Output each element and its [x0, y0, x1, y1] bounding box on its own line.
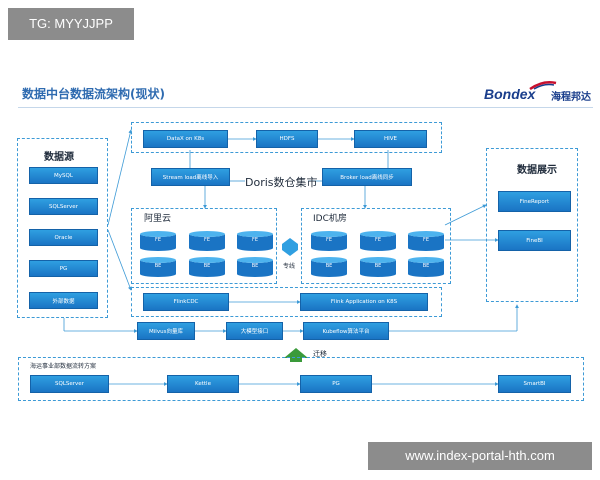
idc-cluster-panel — [301, 208, 451, 284]
shipping-panel — [18, 357, 584, 401]
finebi-box: FineBI — [498, 230, 571, 251]
broker-load-box: Broker load离线同步 — [322, 168, 412, 186]
diagram-title: 数据中台数据流架构(现状) — [22, 87, 165, 101]
idc-be-1: BE — [311, 257, 347, 277]
tg-tag: TG: MYYJJPP — [8, 8, 134, 40]
idc-fe-3: FE — [408, 231, 444, 251]
aliyun-be-3: BE — [237, 257, 273, 277]
data-display-panel — [486, 148, 578, 302]
logo-brand: Bondex — [484, 86, 536, 102]
idc-fe-2-label: FE — [374, 237, 382, 243]
source-sqlserver: SQLServer — [29, 198, 98, 215]
idc-be-2: BE — [360, 257, 396, 277]
flink-app-box: Flink Application on K8S — [300, 293, 428, 311]
aliyun-fe-1: FE — [140, 231, 176, 251]
idc-be-3: BE — [408, 257, 444, 277]
dedicated-line-label: 专线 — [283, 263, 296, 270]
idc-fe-1-label: FE — [325, 237, 333, 243]
source-pg: PG — [29, 260, 98, 277]
doris-title: Doris数仓集市 — [245, 176, 318, 189]
idc-title: IDC机房 — [313, 214, 347, 224]
aliyun-fe-3: FE — [237, 231, 273, 251]
aliyun-fe-2: FE — [189, 231, 225, 251]
aliyun-fe-3-label: FE — [251, 237, 259, 243]
aliyun-title: 阿里云 — [144, 214, 172, 224]
aliyun-fe-2-label: FE — [203, 237, 211, 243]
idc-be-2-label: BE — [374, 263, 382, 269]
source-external: 外部数据 — [29, 292, 98, 309]
ship-smartbi-box: SmartBI — [498, 375, 571, 393]
ship-kettle-box: Kettle — [167, 375, 239, 393]
aliyun-be-2: BE — [189, 257, 225, 277]
ship-sqlserver-box: SQLServer — [30, 375, 109, 393]
watermark-url: www.index-portal-hth.com — [368, 442, 592, 470]
logo-cn: 海程邦达 — [551, 92, 591, 103]
hdfs-box: HDFS — [256, 130, 318, 148]
idc-fe-3-label: FE — [422, 237, 430, 243]
migrate-label: 迁移 — [313, 350, 327, 358]
header-divider — [18, 107, 593, 108]
idc-be-3-label: BE — [422, 263, 430, 269]
kubeflow-box: Kubeflow算法平台 — [303, 322, 389, 340]
shipping-title: 海运事业部数据流转方案 — [30, 363, 97, 370]
aliyun-be-1: BE — [140, 257, 176, 277]
source-mysql: MySQL — [29, 167, 98, 184]
data-display-title: 数据展示 — [517, 165, 557, 176]
flink-panel — [131, 287, 442, 317]
datax-box: DataX on K8s — [143, 130, 228, 148]
bondex-logo: Bondex 海程邦达 — [484, 80, 596, 108]
ship-pg-box: PG — [300, 375, 372, 393]
idc-fe-2: FE — [360, 231, 396, 251]
finereport-box: FineReport — [498, 191, 571, 212]
llm-api-box: 大模型接口 — [226, 322, 283, 340]
hive-box: HIVE — [354, 130, 427, 148]
data-source-panel — [17, 138, 108, 318]
aliyun-fe-1-label: FE — [154, 237, 162, 243]
aliyun-be-2-label: BE — [203, 263, 211, 269]
logo-swoosh-icon — [529, 81, 557, 90]
idc-fe-1: FE — [311, 231, 347, 251]
stream-load-box: Stream load离线导入 — [151, 168, 230, 186]
aliyun-be-1-label: BE — [154, 263, 162, 269]
data-source-title: 数据源 — [44, 152, 74, 163]
flinkcdc-box: FlinkCDC — [143, 293, 229, 311]
idc-be-1-label: BE — [325, 263, 333, 269]
source-oracle: Oracle — [29, 229, 98, 246]
aliyun-cluster-panel — [131, 208, 277, 284]
aliyun-be-3-label: BE — [251, 263, 259, 269]
top-pipeline-panel — [131, 122, 442, 153]
milvus-box: Milvus向量库 — [137, 322, 195, 340]
